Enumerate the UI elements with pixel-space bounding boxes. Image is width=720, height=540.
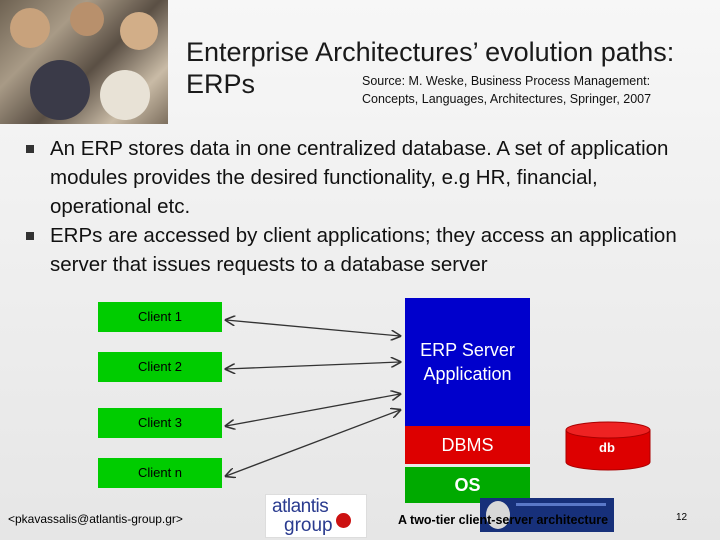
logo-ball-icon xyxy=(336,513,351,528)
logo-text-line-1: atlantis xyxy=(272,496,329,517)
bullet-item: An ERP stores data in one centralized da… xyxy=(22,134,702,221)
bullet-item: ERPs are accessed by client applications… xyxy=(22,221,702,279)
diagram-caption: A two-tier client-server architecture xyxy=(398,513,609,527)
client-3-box: Client 3 xyxy=(98,408,222,438)
university-logo xyxy=(480,498,614,532)
arrow-client-2 xyxy=(226,362,400,369)
database-cylinder-icon xyxy=(565,421,651,471)
source-line-1: Source: M. Weske, Business Process Manag… xyxy=(362,74,651,88)
source-line-2: Concepts, Languages, Architectures, Spri… xyxy=(362,92,652,106)
source-citation: Source: M. Weske, Business Process Manag… xyxy=(362,72,651,108)
erp-server-box xyxy=(405,298,530,426)
bullet-list: An ERP stores data in one centralized da… xyxy=(22,134,702,279)
bullet-square-icon xyxy=(26,232,34,240)
header-photo xyxy=(0,0,168,124)
erp-server-label: ERP Server Application xyxy=(405,338,530,386)
title-line-1: Enterprise Architectures’ evolution path… xyxy=(186,37,675,67)
server-label-line-1: ERP Server xyxy=(420,340,515,360)
arrow-client-3 xyxy=(226,394,400,426)
client-n-box: Client n xyxy=(98,458,222,488)
page-number: 12 xyxy=(676,512,688,523)
author-email: <pkavassalis@atlantis-group.gr> xyxy=(8,512,183,526)
bullet-text: ERPs are accessed by client applications… xyxy=(50,224,677,276)
server-label-line-2: Application xyxy=(423,364,512,384)
slide-title: Enterprise Architectures’ evolution path… xyxy=(186,36,674,100)
bullet-square-icon xyxy=(26,145,34,153)
title-line-2: ERPs xyxy=(186,69,256,99)
logo-text-line-2: group xyxy=(284,515,333,536)
arrow-client-1 xyxy=(226,320,400,336)
atlantis-group-logo: atlantis group xyxy=(265,494,367,538)
crest-icon xyxy=(486,501,510,529)
bullet-text: An ERP stores data in one centralized da… xyxy=(50,137,669,218)
client-2-box: Client 2 xyxy=(98,352,222,382)
dbms-box: DBMS xyxy=(405,426,530,464)
db-label: db xyxy=(599,440,615,455)
os-box: OS xyxy=(405,467,530,503)
logo-stripe xyxy=(516,503,606,506)
arrow-client-n xyxy=(226,410,400,476)
client-1-box: Client 1 xyxy=(98,302,222,332)
